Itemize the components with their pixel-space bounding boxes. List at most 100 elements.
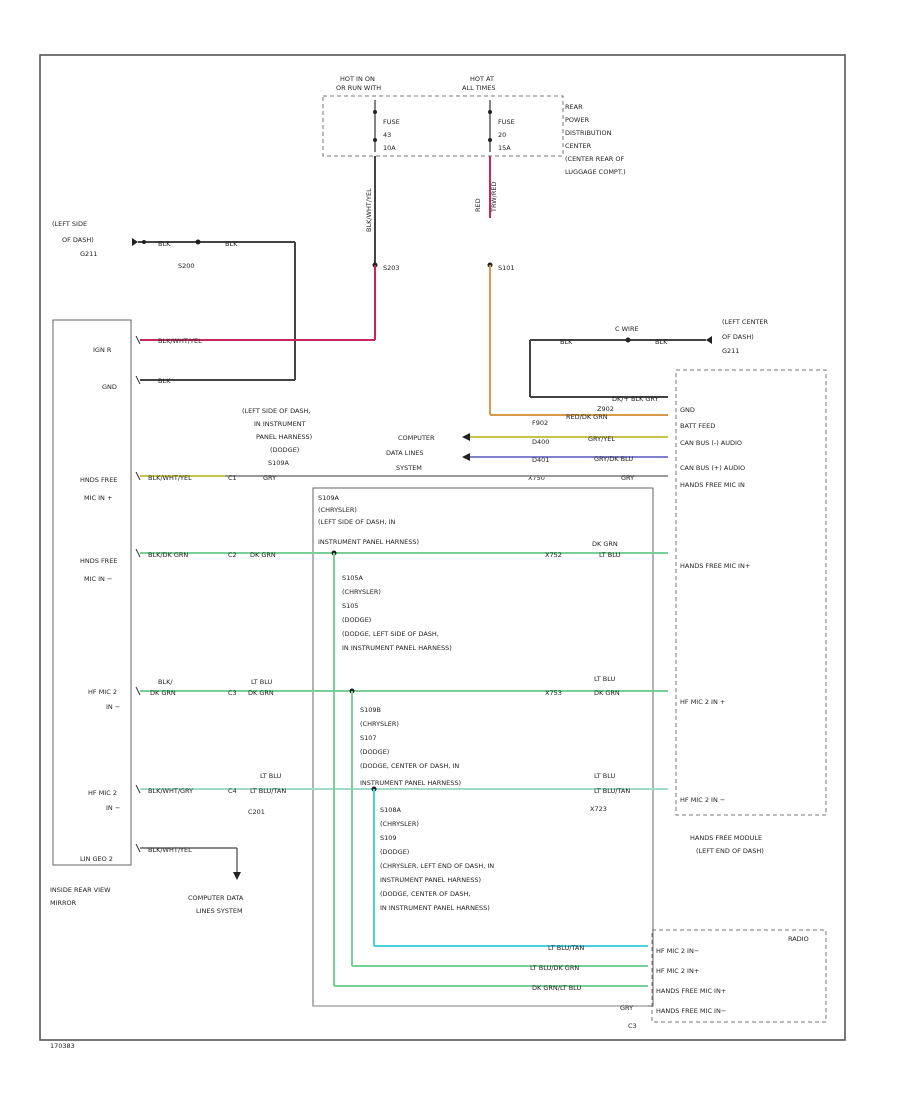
s108a-note-7: (DODGE, CENTER OF DASH,: [380, 890, 470, 898]
s109b-note-4: (DODGE): [360, 748, 389, 756]
s105a-note-2: (CHRYSLER): [342, 588, 381, 596]
ign-wire-label: BLK/WHT/YEL: [158, 337, 202, 345]
s108a-note-6: INSTRUMENT PANEL HARNESS): [380, 876, 481, 884]
module-pin-can-minus: CAN BUS (-) AUDIO: [680, 439, 742, 447]
module-pin-can-plus: CAN BUS (+) AUDIO: [680, 464, 745, 472]
mirror-pin-mic2-pos-1: HF MIC 2: [88, 688, 117, 696]
computer-data-3: SYSTEM: [396, 464, 422, 472]
gnd-wire-label: BLK: [158, 377, 171, 385]
c3-label: C3: [228, 689, 237, 697]
gry-label-left: GRY: [263, 474, 276, 482]
dk-grn-left: DK GRN: [250, 551, 276, 559]
lt-blu-right-3: LT BLU: [594, 772, 616, 780]
c2-label: C2: [228, 551, 237, 559]
computer-bottom-2: LINES SYSTEM: [196, 907, 243, 915]
radio-wire-2: LT BLU/DK GRN: [530, 964, 579, 972]
s108a-note-2: (CHRYSLER): [380, 820, 419, 828]
rear-pdc-5: (CENTER REAR OF: [565, 155, 624, 163]
fuse2-rating: 15A: [498, 144, 511, 152]
right-ground-label-3: G211: [722, 347, 739, 355]
hot-all-label: HOT AT: [470, 75, 494, 83]
mirror-data-arrow: [233, 872, 241, 880]
radio-wire-3: DK GRN/LT BLU: [532, 984, 581, 992]
s109b-note-3: S107: [360, 734, 377, 742]
module-pin-batt: BATT FEED: [680, 422, 715, 430]
s109b-note-1: S109B: [360, 706, 381, 714]
s105a-note-5: (DODGE, LEFT SIDE OF DASH,: [342, 630, 439, 638]
lt-blu-right: LT BLU: [599, 551, 621, 559]
mirror-pin-mic-neg-1: HNDS FREE: [80, 557, 117, 565]
mirror-data-label: BLK/WHT/YEL: [148, 846, 192, 854]
rear-pdc-6: LUGGAGE COMPT.): [565, 168, 626, 176]
hot-run-label-2: OR RUN WITH: [336, 84, 381, 92]
harness-note-3: PANEL HARNESS): [256, 433, 312, 441]
c1-label: C1: [228, 474, 237, 482]
mirror-pin-mic-pos-2: MIC IN +: [84, 494, 112, 502]
s108a-note-8: IN INSTRUMENT PANEL HARNESS): [380, 904, 490, 912]
s101-label: S101: [498, 264, 515, 272]
radio-pin-3: HANDS FREE MIC IN+: [656, 987, 726, 995]
lt-blu-tan-left-2: LT BLU/TAN: [250, 787, 286, 795]
tick-6: [135, 784, 141, 794]
mod-wire-can-plus: GRY/DK BLU: [594, 455, 633, 463]
mirror-pin-gnd: GND: [102, 383, 117, 391]
x753-label: X753: [545, 689, 562, 697]
module-name-1: HANDS FREE MODULE: [690, 834, 762, 842]
harness-note-2: IN INSTRUMENT: [254, 420, 306, 428]
circuit-z902: Z902: [597, 405, 614, 413]
right-ground-label-2: OF DASH): [722, 333, 754, 341]
module-pin-mic2-neg: HF MIC 2 IN −: [680, 796, 725, 804]
left-ground-arrow: [132, 238, 138, 246]
left-ground-label-3: G211: [80, 250, 97, 258]
mirror-mic2-a: BLK/: [158, 678, 173, 686]
fuse1-label: FUSE: [383, 118, 400, 126]
x723-label: X723: [590, 805, 607, 813]
fuse2-label: FUSE: [498, 118, 515, 126]
fuse-block-dashed: [322, 95, 564, 157]
fuse2-number: 20: [498, 131, 506, 139]
harness-splice-box: [312, 487, 654, 1007]
harness-note-4: (DODGE): [270, 446, 299, 454]
radio-pin-4: HANDS FREE MIC IN−: [656, 1007, 726, 1015]
mirror-connector-ticks: [135, 335, 141, 853]
footer-code: 170383: [50, 1042, 75, 1050]
circuit-d400: D400: [532, 438, 549, 446]
lt-blu-tan-left: LT BLU: [260, 772, 282, 780]
left-ground-label-2: OF DASH): [62, 236, 94, 244]
left-ground-label-1: (LEFT SIDE: [52, 220, 87, 228]
can-plus-arrow: [462, 453, 470, 461]
radio-pin-2: HF MIC 2 IN+: [656, 967, 699, 975]
mirror-pin-mic2-neg-2: IN −: [106, 804, 120, 812]
radio-pin-1: HF MIC 2 IN−: [656, 947, 699, 955]
c201-label: C201: [248, 808, 265, 816]
module-pin-mic-in-pos: HANDS FREE MIC IN+: [680, 562, 750, 570]
harness-note-1: (LEFT SIDE OF DASH,: [242, 407, 311, 415]
fuse2-bottom: [488, 138, 492, 142]
circuit-x750: X750: [528, 474, 545, 482]
right-gnd-wire3: C WIRE: [615, 325, 639, 333]
mirror-pin-mic-neg-2: MIC IN −: [84, 575, 112, 583]
run-feed-label: BLK/WHT/YEL: [365, 188, 373, 232]
circuit-d401: D401: [532, 456, 549, 464]
tick-3: [135, 471, 141, 481]
mirror-box: [52, 319, 132, 866]
mirror-mic2-neg-wire: BLK/WHT/GRY: [148, 787, 193, 795]
module-pin-mic-in: HANDS FREE MIC IN: [680, 481, 745, 489]
circuit-f902: F902: [532, 419, 548, 427]
s203-label: S203: [383, 264, 400, 272]
s105a-note-6: IN INSTRUMENT PANEL HARNESS): [342, 644, 452, 652]
module-pin-mic2-pos: HF MIC 2 IN +: [680, 698, 725, 706]
computer-data-1: COMPUTER: [398, 434, 435, 442]
tick-2: [135, 375, 141, 385]
right-ground-label-1: (LEFT CENTER: [722, 318, 769, 326]
radio-box: [651, 929, 827, 1023]
tick-4: [135, 548, 141, 558]
mirror-pin-ign: IGN R: [93, 346, 112, 354]
dk-grn-right: DK GRN: [592, 540, 618, 548]
s108a-note-4: (DODGE): [380, 848, 409, 856]
s109a-note-4: INSTRUMENT PANEL HARNESS): [318, 538, 419, 546]
s109a-note-1: S109A: [318, 494, 340, 502]
fuse2-top: [488, 110, 492, 114]
right-gnd-wire2: BLK: [655, 338, 668, 346]
